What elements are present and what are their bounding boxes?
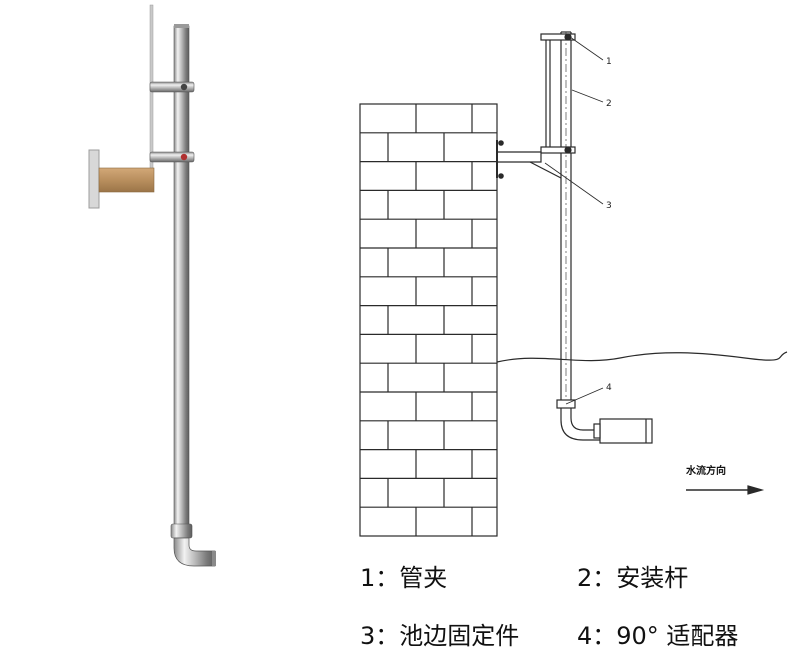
- legend-item-3: 3：池边固定件: [360, 622, 520, 650]
- drawing-clamp-top: [540, 33, 576, 41]
- upper-pipe-clamp: [149, 81, 195, 93]
- callout-2: 2: [606, 99, 612, 109]
- leader-line-2: [571, 89, 604, 103]
- drawing-mixer-body: [599, 418, 653, 444]
- elbow-outlet: [212, 551, 216, 566]
- drawing-clamp-lower: [540, 146, 576, 154]
- drawing-mixer-neck: [593, 423, 601, 439]
- leader-line-4: [565, 387, 604, 405]
- lower-clamp-bolt: [180, 153, 188, 161]
- legend-item-4: 4：90° 适配器: [577, 622, 739, 650]
- leader-line-3: [544, 162, 604, 205]
- callout-3: 3: [606, 201, 612, 211]
- upper-clamp-bolt: [180, 83, 188, 91]
- drawing-elbow-outer: [560, 408, 600, 441]
- elbow-coupling: [170, 523, 193, 539]
- mounting-pole: [173, 25, 190, 527]
- product-photo: [88, 4, 216, 567]
- drawing-pool-side-bracket: [497, 151, 542, 163]
- water-surface-line: [496, 351, 788, 363]
- callout-1: 1: [606, 57, 612, 67]
- drawing-elbow-inner: [570, 408, 600, 431]
- drawing-clamp-lower-bolt: [564, 146, 572, 154]
- flow-arrow-head: [747, 485, 765, 495]
- legend-item-1: 1：管夹: [360, 564, 448, 592]
- pole-top-cap: [174, 24, 189, 28]
- drawing-anchor-bolt-bottom: [498, 173, 504, 179]
- lower-pipe-clamp: [149, 151, 195, 163]
- wall-plate: [88, 149, 100, 209]
- brick-courses: [360, 104, 497, 536]
- drawing-anchor-bolt-top: [498, 140, 504, 146]
- callout-4: 4: [606, 383, 612, 393]
- drawing-clamp-top-bolt: [564, 33, 572, 41]
- elbow-90: [173, 537, 216, 567]
- legend-item-2: 2：安装杆: [577, 564, 689, 592]
- leader-line-1: [569, 36, 604, 61]
- drawing-bracket-brace: [529, 161, 562, 179]
- brick-wall: [359, 103, 498, 537]
- flow-direction-label: 水流方向: [685, 464, 726, 477]
- pool-side-bracket: [98, 167, 155, 193]
- technical-drawing: [359, 31, 788, 537]
